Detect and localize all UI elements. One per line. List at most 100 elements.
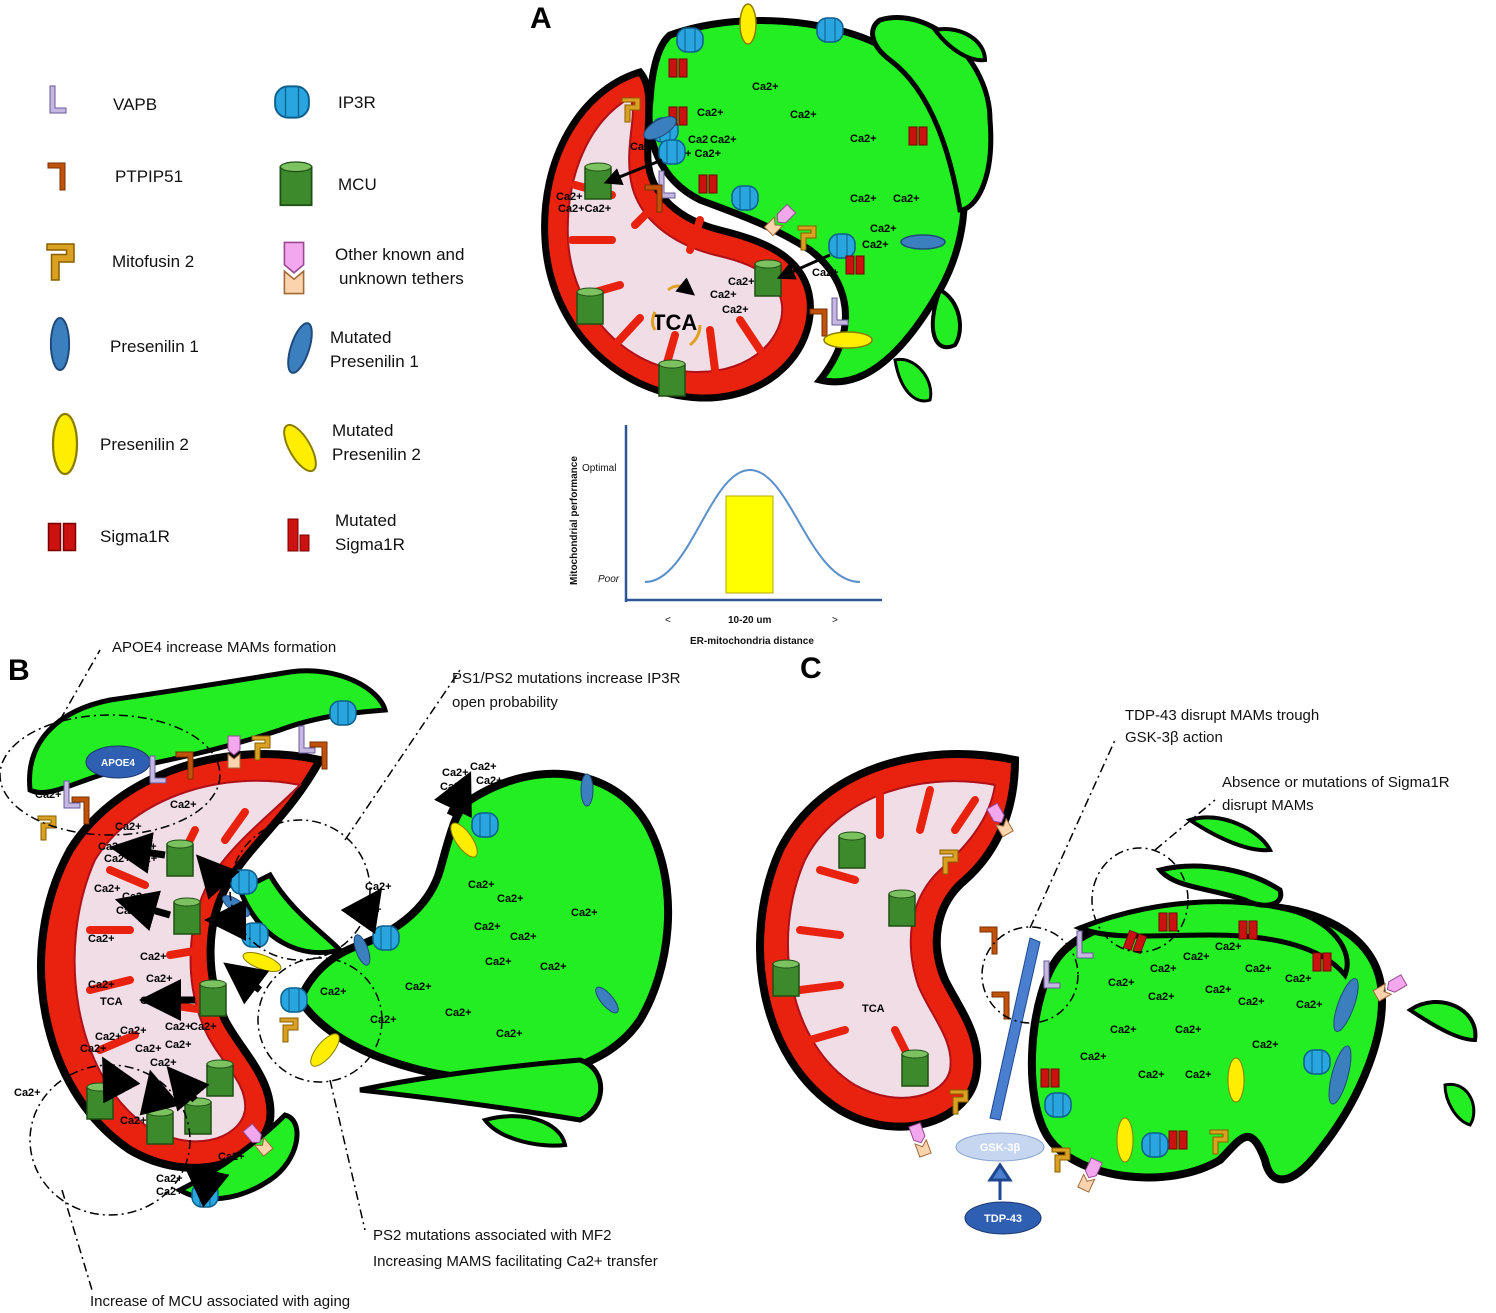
svg-text:Ca2+: Ca2+ [440,781,467,793]
svg-text:Ca2+: Ca2+ [496,1028,523,1040]
er-fragment-b2 [481,1114,568,1148]
tether-icon [227,735,241,769]
tca-arrow-a2 [689,324,702,347]
svg-text:Ca2+: Ca2+ [365,881,392,893]
legend-label-mcu: MCU [338,175,377,194]
annotation-ps-1: PS1/PS2 mutations increase IP3R [452,670,681,687]
tca-label-c: TCA [862,1003,885,1015]
svg-text:Ca2+: Ca2+ [1138,1069,1165,1081]
annotation-leaders-b [0,649,461,1291]
svg-text:Ca2+: Ca2+ [355,904,382,916]
mutated-presenilin1-icon [282,319,318,377]
svg-text:Ca2+: Ca2+ [88,933,115,945]
svg-text:Ca2+: Ca2+ [468,879,495,891]
legend-label-presenilin2: Presenilin 2 [100,435,189,454]
svg-text:Ca2+: Ca2+ [115,821,142,833]
legend-label-ptpip51: PTPIP51 [115,167,183,186]
mcu-icon [184,1097,212,1135]
svg-text:Ca2+: Ca2+ [1252,1039,1279,1051]
er-fragment-a3 [930,287,962,349]
svg-text:Ca2+: Ca2+ [146,973,173,985]
presenilin2-icon [1116,1117,1134,1163]
annotation-ps-2: open probability [452,694,558,711]
mitofusin2-icon [37,815,57,841]
svg-text:Ca2+: Ca2+ [1205,984,1232,996]
sigma1r-icon [47,522,77,552]
svg-text:Ca2+: Ca2+ [1215,941,1242,953]
svg-text:Ca2+: Ca2+ [88,979,115,991]
annotation-tdp43-2: GSK-3β action [1125,729,1223,746]
annotation-tdp43-1: TDP-43 disrupt MAMs trough [1125,707,1319,724]
svg-text:Ca2+: Ca2+ [94,883,121,895]
mcu-icon [754,259,782,297]
ca-arrows-b [102,771,472,1208]
panel-label-b: B [8,654,30,687]
svg-text:Ca2+: Ca2+ [1108,977,1135,989]
chart-xlabel: ER-mitochondria distance [690,636,814,647]
legend-label-mut-ps1-2: Presenilin 1 [330,352,419,371]
mcu-icon [658,359,686,397]
ip3r-icon [471,812,499,838]
svg-text:Ca2+: Ca2+ [474,921,501,933]
vapb-icon [49,85,67,114]
ip3r-icon [828,233,856,259]
svg-text:Ca2+: Ca2+ [120,1115,147,1127]
tca-label-b: TCA [100,996,123,1008]
svg-text:Ca2+: Ca2+ [1148,991,1175,1003]
panel-b-diagram: TCA APOE4 [0,649,673,1291]
legend-label-mut-ps2-2: Presenilin 2 [332,445,421,464]
svg-text:Ca2: Ca2 [688,134,708,146]
annotation-apoe4: APOE4 increase MAMs formation [112,639,336,656]
vapb-icon [298,725,316,754]
ptpip51-icon [991,991,1010,1020]
performance-curve [644,468,861,583]
er-fragment-c3 [1185,815,1274,853]
svg-text:Ca2+: Ca2+ [1183,951,1210,963]
distance-performance-chart: Mitochondrial performance Optimal Poor <… [569,425,882,647]
x-tick-range: 10-20 um [728,615,771,626]
ip3r-icon [372,925,400,951]
svg-text:Ca2+: Ca2+ [35,789,62,801]
legend-label-mut-ps2-1: Mutated [332,421,393,440]
mcu-icon [166,839,194,877]
er-fragment-c5 [1443,1083,1476,1127]
svg-text:Ca2+: Ca2+ [14,1087,41,1099]
mitofusin2-icon [279,1017,299,1043]
tca-label-a: TCA [652,310,697,335]
legend: VAPB IP3R PTPIP51 MCU Mitofusin 2 Other … [46,85,464,554]
mcu-icon [173,897,201,935]
svg-text:Ca2+: Ca2+ [130,841,157,853]
tether-icon [908,1122,932,1158]
mcu-icon [86,1082,114,1120]
svg-text:Ca2+: Ca2+ [140,995,167,1007]
svg-text:Ca2+: Ca2+ [1285,973,1312,985]
presenilin1-icon [1328,1045,1352,1105]
svg-text:Ca2+: Ca2+ [697,107,724,119]
svg-text:Ca2+: Ca2+ [476,775,503,787]
svg-text:Ca2+: Ca2+ [893,193,920,205]
svg-text:Ca2+: Ca2+ [1238,996,1265,1008]
annotation-ps2mf2-2: Increasing MAMS facilitating Ca2+ transf… [373,1253,658,1270]
presenilin1-icon [900,234,946,250]
annotation-sigma-1: Absence or mutations of Sigma1R [1222,774,1450,791]
presenilin1-icon [580,773,594,807]
er-fragment-c4 [1406,999,1478,1043]
er-fragment-c2 [1155,863,1284,908]
er-fragment-b1 [359,1057,604,1123]
svg-text:Ca2+: Ca2+ [862,239,889,251]
ca-labels-b: Ca2+ Ca2+ Ca2+ Ca2+ Ca2+ Ca2+Ca2+ Ca2+ C… [14,761,598,1198]
svg-text:Ca2+: Ca2+ [1110,1024,1137,1036]
svg-text:Ca2+Ca2+: Ca2+Ca2+ [558,203,611,215]
svg-text:Ca2+: Ca2+ [165,1039,192,1051]
mutated-presenilin1-icon [353,934,371,966]
legend-label-tethers-1: Other known and [335,245,464,264]
ptpip51-icon [71,796,90,825]
svg-text:+ Ca2+: + Ca2+ [685,148,721,160]
mitofusin2-icon [46,243,75,281]
svg-text:Ca2+: Ca2+ [442,767,469,779]
svg-text:Ca2+: Ca2+ [122,891,149,903]
mcu-icon [901,1049,929,1087]
svg-text:Ca2+: Ca2+ [485,956,512,968]
